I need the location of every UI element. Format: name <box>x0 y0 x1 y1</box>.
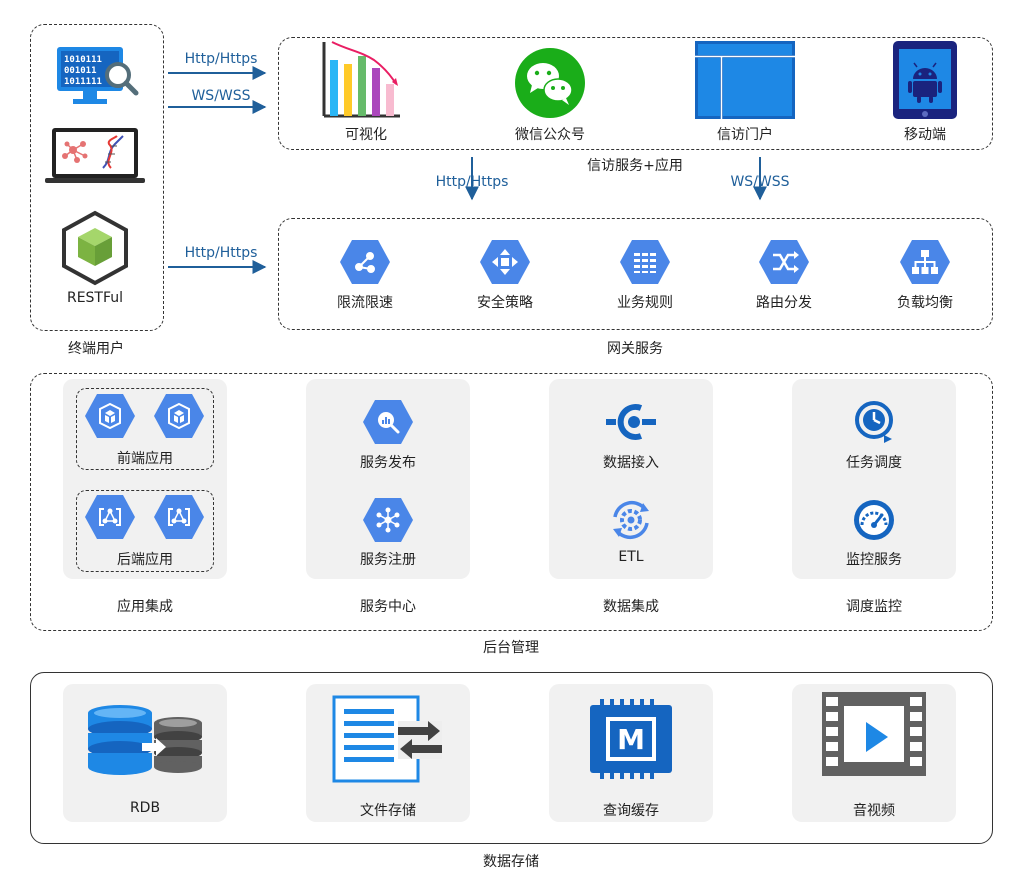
terminal-users-group <box>30 24 164 331</box>
protocol-http-1: Http/Https <box>184 51 258 67</box>
etl-gear-icon <box>613 500 649 540</box>
storage-group <box>30 672 993 844</box>
backend-app-icon-2 <box>153 494 205 540</box>
svg-text:1011111: 1011111 <box>64 77 102 87</box>
service-center-label: 服务中心 <box>360 599 416 615</box>
backend-apps-label: 后端应用 <box>117 552 173 568</box>
schedule-monitor-label: 调度监控 <box>846 599 902 615</box>
restful-label: RESTFul <box>66 290 124 306</box>
database-icon <box>88 705 202 775</box>
svg-text:001011: 001011 <box>64 66 97 76</box>
service-register-icon <box>362 497 414 543</box>
app-integration-label: 应用集成 <box>117 599 173 615</box>
service-publish-label: 服务发布 <box>360 455 416 471</box>
task-schedule-clock-icon <box>855 401 893 443</box>
data-integration-label: 数据集成 <box>603 599 659 615</box>
access-item-mobile: 移动端 <box>904 127 946 143</box>
service-register-label: 服务注册 <box>360 552 416 568</box>
gateway-item-business-rules: 业务规则 <box>617 295 673 311</box>
gateway-item-security: 安全策略 <box>477 295 533 311</box>
access-item-portal: 信访门户 <box>717 127 773 143</box>
gateway-item-load-balance: 负载均衡 <box>897 295 953 311</box>
video-film-icon <box>822 692 926 776</box>
terminal-users-label: 终端用户 <box>68 341 124 357</box>
protocol-http-2: Http/Https <box>184 245 258 261</box>
storage-item-media: 音视频 <box>853 803 895 819</box>
monitor-gauge-icon <box>854 500 894 540</box>
protocol-ws-down: WS/WSS <box>730 174 790 190</box>
storage-item-rdb: RDB <box>129 800 161 816</box>
frontend-apps-group <box>76 388 214 470</box>
svg-text:1010111: 1010111 <box>64 55 102 65</box>
access-group-label: 信访服务+应用 <box>587 158 683 174</box>
svg-text:M: M <box>617 723 645 756</box>
gateway-group-label: 网关服务 <box>607 341 663 357</box>
data-ingest-icon <box>606 404 656 440</box>
backend-group-label: 后台管理 <box>483 640 539 656</box>
memory-chip-icon: M <box>590 699 672 779</box>
security-policy-icon <box>479 239 531 285</box>
gateway-item-rate-limit: 限流限速 <box>337 295 393 311</box>
storage-group-label: 数据存储 <box>483 854 539 870</box>
access-item-visualization: 可视化 <box>345 127 387 143</box>
file-transfer-icon <box>332 695 442 783</box>
task-schedule-label: 任务调度 <box>846 455 902 471</box>
gateway-group <box>278 218 993 330</box>
backend-apps-group <box>76 490 214 572</box>
restful-cube-icon <box>62 210 128 286</box>
monitor-search-icon: 1010111 001011 1011111 <box>57 47 139 104</box>
service-publish-icon <box>362 399 414 445</box>
android-tablet-icon <box>893 41 957 119</box>
bar-chart-icon <box>322 41 400 118</box>
backend-group <box>30 373 993 631</box>
protocol-http-down: Http/Https <box>435 174 509 190</box>
storage-item-cache: 查询缓存 <box>603 803 659 819</box>
data-ingest-label: 数据接入 <box>603 455 659 471</box>
rate-limit-icon <box>339 239 391 285</box>
access-item-wechat: 微信公众号 <box>515 127 585 143</box>
gateway-item-routing: 路由分发 <box>756 295 812 311</box>
portal-window-icon <box>695 41 795 119</box>
frontend-apps-label: 前端应用 <box>117 451 173 467</box>
business-rules-icon <box>619 239 671 285</box>
etl-label: ETL <box>618 549 644 565</box>
frontend-app-icon-1 <box>84 393 136 439</box>
monitor-service-label: 监控服务 <box>846 552 902 568</box>
storage-item-file: 文件存储 <box>360 803 416 819</box>
load-balance-icon <box>899 239 951 285</box>
backend-app-icon-1 <box>84 494 136 540</box>
routing-icon <box>758 239 810 285</box>
data-integration-card <box>549 379 713 579</box>
frontend-app-icon-2 <box>153 393 205 439</box>
laptop-molecule-icon <box>45 128 145 183</box>
protocol-ws-1: WS/WSS <box>191 88 251 104</box>
wechat-icon <box>515 48 585 118</box>
access-apps-group <box>278 37 993 150</box>
